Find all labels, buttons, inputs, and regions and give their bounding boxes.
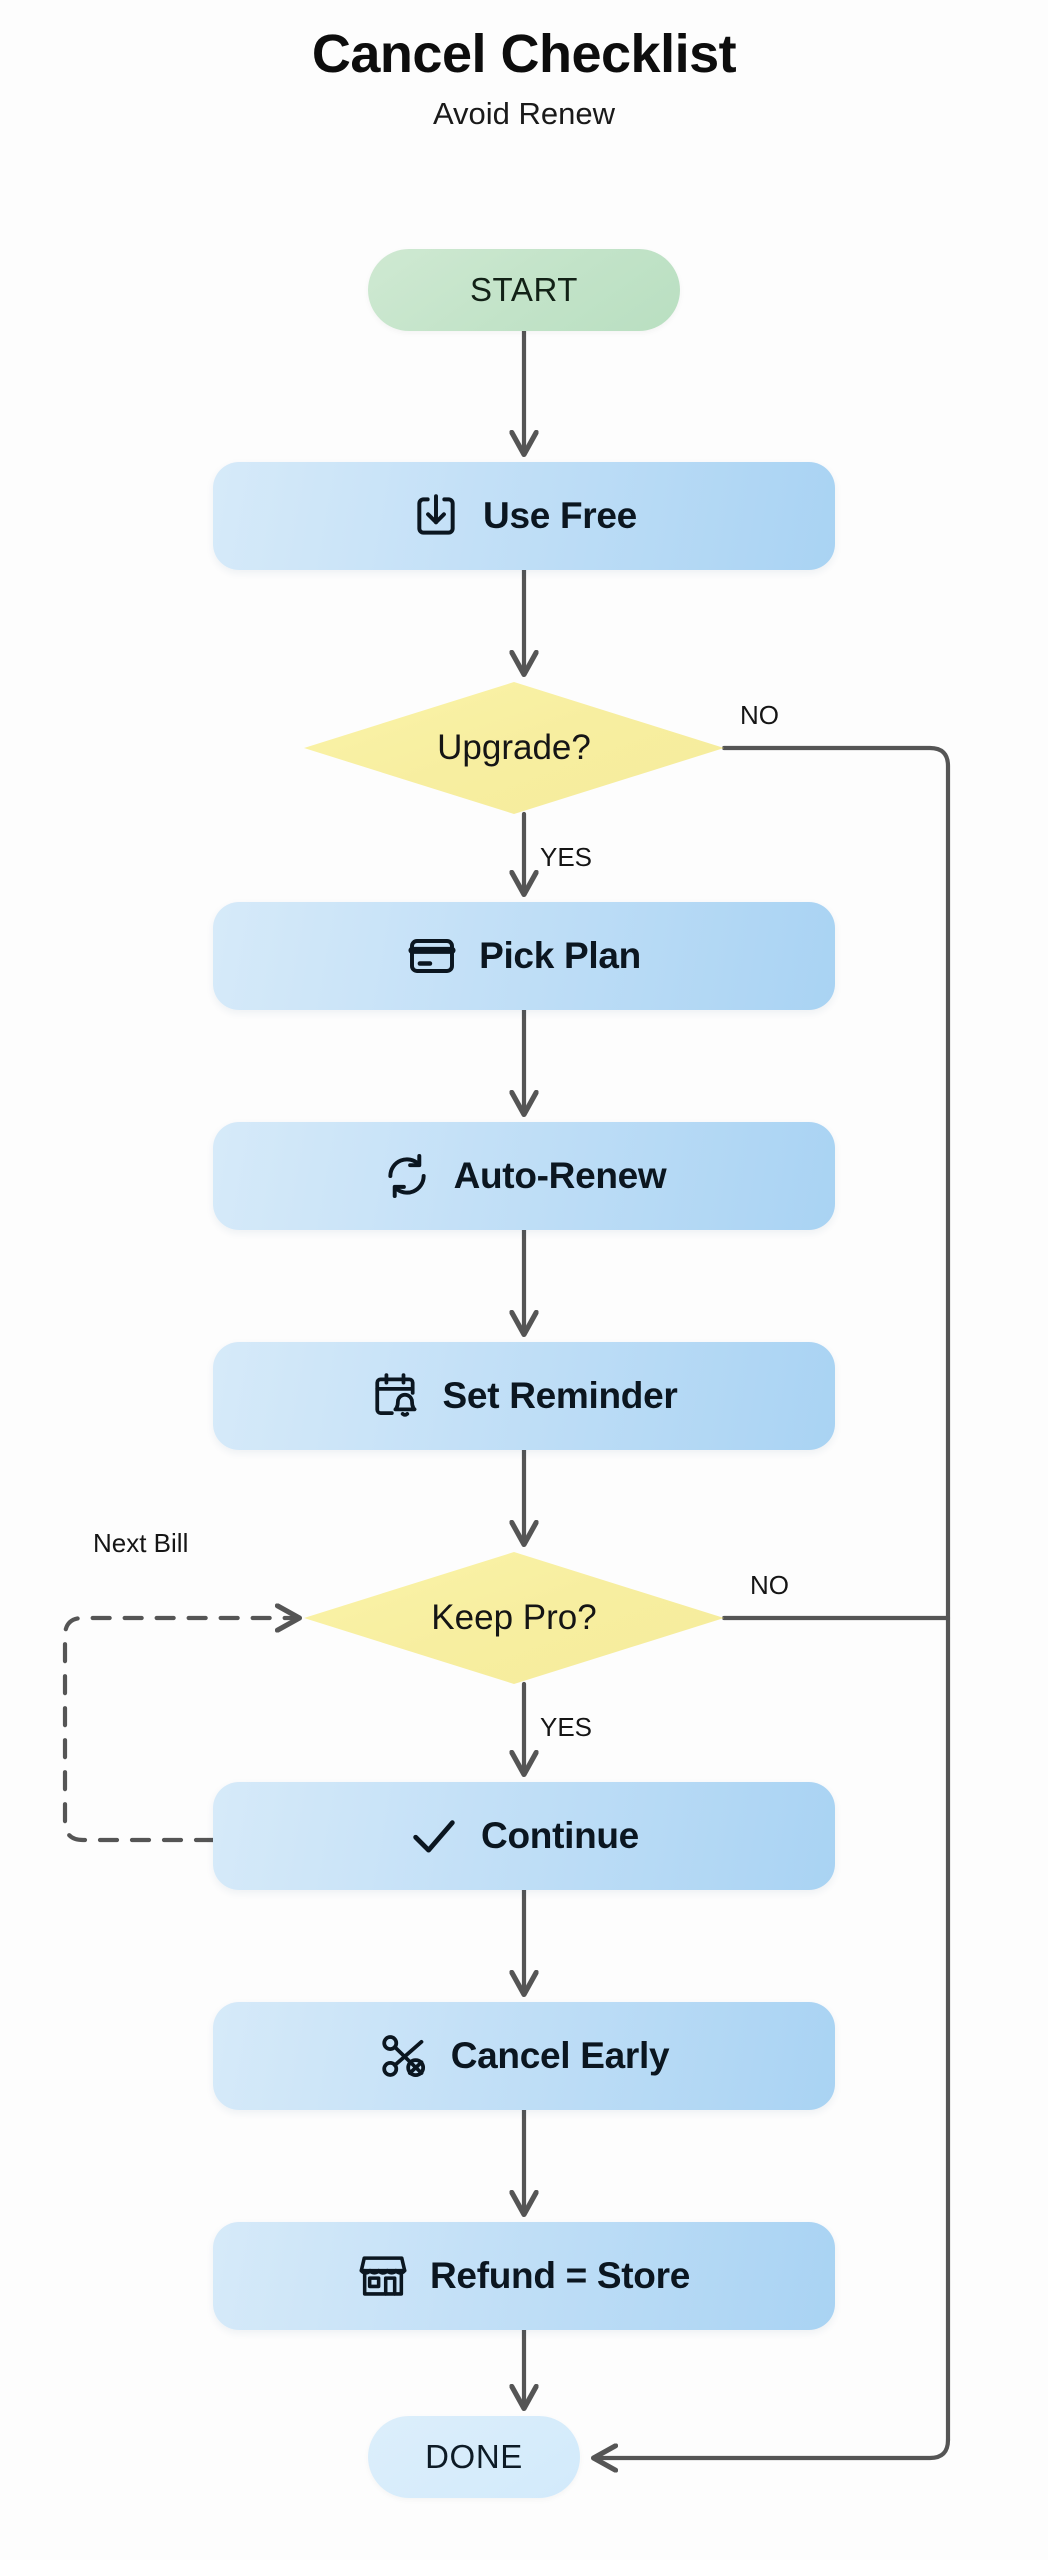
node-continue[interactable]: Continue xyxy=(213,1782,835,1890)
edge-label-next-bill: Next Bill xyxy=(93,1528,189,1558)
credit-card-icon xyxy=(408,939,456,973)
node-pick-plan-label: Pick Plan xyxy=(479,935,641,976)
page-subtitle: Avoid Renew xyxy=(432,95,616,131)
node-upgrade-label: Upgrade? xyxy=(437,728,591,767)
node-pick-plan[interactable]: Pick Plan xyxy=(213,902,835,1010)
node-cancel-early[interactable]: Cancel Early xyxy=(213,2002,835,2110)
node-keep-pro-label: Keep Pro? xyxy=(431,1598,597,1637)
edge-label-yes-upgrade: YES xyxy=(540,842,593,872)
node-done-label: DONE xyxy=(425,2438,523,2475)
node-set-reminder[interactable]: Set Reminder xyxy=(213,1342,835,1450)
node-use-free-content: Use Free xyxy=(411,491,637,541)
node-start-label: START xyxy=(469,271,579,308)
scissors-icon xyxy=(382,2035,425,2078)
node-set-reminder-label: Set Reminder xyxy=(442,1375,678,1416)
node-pick-plan-content: Pick Plan xyxy=(407,931,641,981)
node-auto-renew-content: Auto-Renew xyxy=(382,1151,667,1201)
node-refund-store-content: Refund = Store xyxy=(358,2251,690,2301)
edge-rail-to-done xyxy=(596,2437,951,2458)
edge-label-no-upgrade: NO xyxy=(740,700,779,730)
node-continue-content: Continue xyxy=(409,1811,639,1861)
node-cancel-early-content: Cancel Early xyxy=(379,2031,670,2081)
check-icon xyxy=(413,1820,455,1853)
node-use-free-label: Use Free xyxy=(483,495,637,536)
node-upgrade[interactable]: Upgrade? xyxy=(304,682,724,814)
node-refund-store-label: Refund = Store xyxy=(430,2255,690,2296)
node-cancel-early-label: Cancel Early xyxy=(450,2035,670,2076)
node-auto-renew[interactable]: Auto-Renew xyxy=(213,1122,835,1230)
calendar-bell-icon xyxy=(374,1373,416,1417)
download-icon xyxy=(417,494,455,535)
chart-header: Cancel Checklist Avoid Renew xyxy=(0,26,1048,131)
node-auto-renew-label: Auto-Renew xyxy=(453,1155,667,1196)
node-continue-label: Continue xyxy=(481,1815,639,1856)
node-keep-pro[interactable]: Keep Pro? xyxy=(304,1552,724,1684)
node-use-free[interactable]: Use Free xyxy=(213,462,835,570)
node-refund-store[interactable]: Refund = Store xyxy=(213,2222,835,2330)
edge-label-yes-keep-pro: YES xyxy=(540,1712,593,1742)
storefront-icon xyxy=(359,2256,407,2296)
node-done[interactable]: DONE xyxy=(368,2416,580,2498)
page-title: Cancel Checklist xyxy=(311,24,737,84)
node-start[interactable]: START xyxy=(368,249,680,331)
node-set-reminder-content: Set Reminder xyxy=(371,1371,678,1421)
refresh-cycle-icon xyxy=(387,1154,426,1198)
edge-label-no-keep-pro: NO xyxy=(750,1570,789,1600)
